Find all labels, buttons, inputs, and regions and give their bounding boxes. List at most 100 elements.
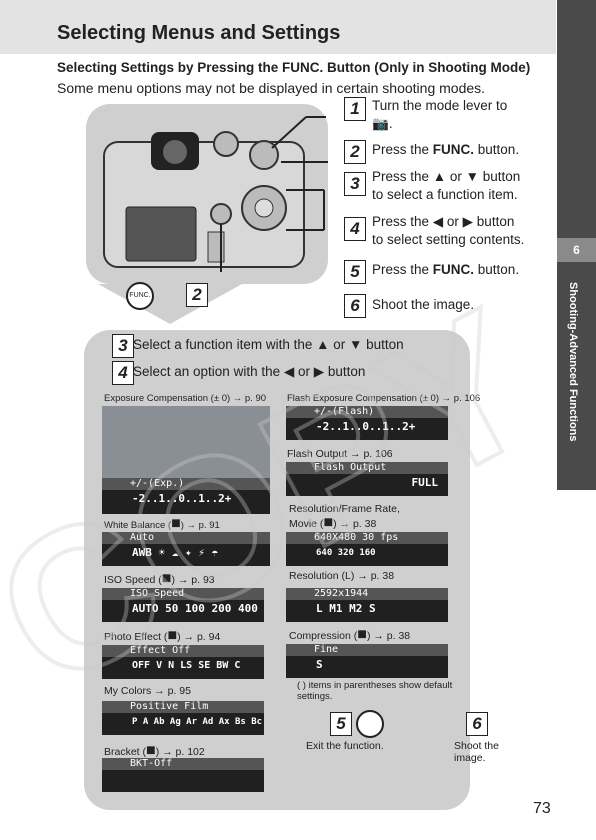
func-button-icon: FUNC. <box>126 282 154 310</box>
item-movie-label-c: ) → p. 38 <box>333 518 377 530</box>
down-arrow-shape <box>98 284 242 324</box>
screen-bracket-value <box>102 770 264 788</box>
screen-movie: 640X480 30 fps 640 320 160 <box>286 532 448 566</box>
item-compression-label: Compression (■) → p. 38 <box>289 626 410 644</box>
screen-movie-value: 640 320 160 <box>316 548 376 558</box>
screen-iso: ISO Speed AUTO 50 100 200 400 <box>102 588 264 622</box>
screen-exposure-value: -2..1..0..1..2+ <box>132 492 232 505</box>
page-title: Selecting Menus and Settings <box>57 22 341 44</box>
item-photo-effect-label: Photo Effect (■) → p. 94 <box>104 627 220 645</box>
item-wb-label-a: White Balance ( <box>104 520 172 531</box>
screen-movie-title: 640X480 30 fps <box>286 532 448 544</box>
exit-label: Exit the function. <box>306 740 384 752</box>
screen-my-colors-title: Positive Film <box>102 701 264 713</box>
section-subtitle: Selecting Settings by Pressing the FUNC.… <box>57 60 531 75</box>
item-bracket-label: Bracket (■) → p. 102 <box>104 742 205 760</box>
parentheses-note: ( ) items in parentheses show default se… <box>297 680 453 702</box>
bracket-off-icon: ■ <box>146 742 156 759</box>
item-iso-label: ISO Speed (■) → p. 93 <box>104 570 215 588</box>
chapter-number: 6 <box>557 238 596 262</box>
item-flash-output-label: Flash Output → p. 106 <box>287 448 393 460</box>
step-2-number: 2 <box>344 140 366 164</box>
effect-off-icon: ■ <box>167 627 178 644</box>
screen-photo-effect-title: Effect Off <box>102 645 264 657</box>
step-3-line2: to select a function item. <box>372 187 518 202</box>
step-1-period: . <box>388 116 393 131</box>
screen-flash-exp: +/-(Flash) -2..1..0..1..2+ <box>286 406 448 440</box>
screen-photo-effect: Effect Off OFF V N LS SE BW C <box>102 645 264 679</box>
screen-flash-exp-title: +/-(Flash) <box>286 406 448 418</box>
step-3-text: Press the ▲ or ▼ button to select a funct… <box>372 168 520 204</box>
screen-exposure: +/-(Exp.) -2..1..0..1..2+ <box>102 406 270 514</box>
screen-iso-title: ISO Speed <box>102 588 264 600</box>
screen-bracket: BKT-Off <box>102 758 264 792</box>
item-photo-effect-label-a: Photo Effect ( <box>104 631 168 643</box>
item-wb-label-b: ) → p. 91 <box>180 520 220 531</box>
screen-photo-effect-value: OFF V N LS SE BW C <box>132 660 241 671</box>
screen-compression-title: Fine <box>286 644 448 656</box>
panel-step-4-number: 4 <box>112 361 134 385</box>
item-iso-label-a: ISO Speed ( <box>104 574 162 586</box>
screen-flash-output-value: FULL <box>411 476 439 489</box>
step-6-text: Shoot the image. <box>372 297 475 312</box>
item-resolution-label: Resolution (L) → p. 38 <box>289 570 395 582</box>
screen-exposure-title: +/-(Exp.) <box>102 478 270 490</box>
screen-iso-value: AUTO 50 100 200 400 <box>132 602 258 615</box>
section-intro: Some menu options may not be displayed i… <box>57 80 486 96</box>
step-2-suffix: button. <box>474 142 520 157</box>
step-5-label: Press the <box>372 262 433 277</box>
panel-step-4-text: Select an option with the ◀ or ▶ button <box>133 364 366 379</box>
panel-step-3-number: 3 <box>112 334 134 358</box>
item-exposure-label: Exposure Compensation (± 0) → p. 90 <box>104 393 267 404</box>
item-movie-label-b: Movie ( <box>289 518 324 530</box>
item-my-colors-label: My Colors → p. 95 <box>104 685 191 697</box>
panel-step-3-text: Select a function item with the ▲ or ▼ b… <box>133 337 404 352</box>
screen-wb-title: Auto <box>102 532 270 544</box>
screen-resolution-title: 2592x1944 <box>286 588 448 600</box>
step-4-text: Press the ◀ or ▶ button to select setting… <box>372 213 524 249</box>
step-4-number: 4 <box>344 217 366 241</box>
title-bar <box>0 0 556 54</box>
screen-my-colors-value: P A Ab Ag Ar Ad Ax Bs Bc <box>132 717 263 727</box>
exit-step-number: 5 <box>330 712 352 736</box>
step-5-func: FUNC. <box>432 262 475 277</box>
chapter-label: Shooting-Advanced Functions <box>567 282 579 442</box>
step-2-func: FUNC. <box>432 142 475 157</box>
screen-flash-output-title: Flash Output <box>286 462 448 474</box>
func-button-icon-2 <box>356 710 384 738</box>
screen-compression: Fine S <box>286 644 448 678</box>
shoot-label: Shoot the image. <box>454 740 499 764</box>
screen-flash-output: Flash Output FULL <box>286 462 448 496</box>
item-bracket-label-b: ) → p. 102 <box>155 746 205 758</box>
step-4-line2: to select setting contents. <box>372 232 525 247</box>
step-4-line1: Press the ◀ or ▶ button <box>372 214 515 229</box>
step-5-suffix: button. <box>474 262 520 277</box>
item-compression-label-a: Compression ( <box>289 630 358 642</box>
iso-auto-icon: ■ <box>161 570 172 587</box>
screen-my-colors: Positive Film P A Ab Ag Ar Ad Ax Bs Bc <box>102 701 264 735</box>
screen-bracket-title: BKT-Off <box>102 758 264 770</box>
item-wb-label: White Balance (■) → p. 91 <box>104 515 220 533</box>
screen-flash-exp-value: -2..1..0..1..2+ <box>316 420 416 433</box>
awb-icon: ■ <box>171 515 181 532</box>
item-bracket-label-a: Bracket ( <box>104 746 147 758</box>
step-2-text: Press the FUNC. button. <box>372 141 519 159</box>
screen-wb-value: AWB ☀ ☁ ✦ ⚡ ☂ <box>132 546 219 559</box>
item-movie-label-a: Resolution/Frame Rate, <box>289 503 400 515</box>
item-movie-label: Resolution/Frame Rate, Movie (■) → p. 38 <box>289 503 400 531</box>
func-badge-number: 2 <box>186 283 208 307</box>
camera-mode-icon: 📷 <box>372 116 389 131</box>
screen-resolution-value: L M1 M2 S <box>316 602 376 615</box>
step-3-line1: Press the ▲ or ▼ button <box>372 169 521 184</box>
shoot-step-number: 6 <box>466 712 488 736</box>
screen-compression-value: S <box>316 658 323 671</box>
item-iso-label-b: ) → p. 93 <box>171 574 215 586</box>
step-1-text: Turn the mode lever to 📷. <box>372 97 507 133</box>
camera-illustration <box>103 116 328 272</box>
step-1-number: 1 <box>344 97 366 121</box>
page-number: 73 <box>533 800 551 817</box>
screen-wb: Auto AWB ☀ ☁ ✦ ⚡ ☂ <box>102 532 270 566</box>
screen-resolution: 2592x1944 L M1 M2 S <box>286 588 448 622</box>
item-flash-exp-label: Flash Exposure Compensation (± 0) → p. 1… <box>287 393 481 404</box>
step-5-text: Press the FUNC. button. <box>372 261 519 279</box>
